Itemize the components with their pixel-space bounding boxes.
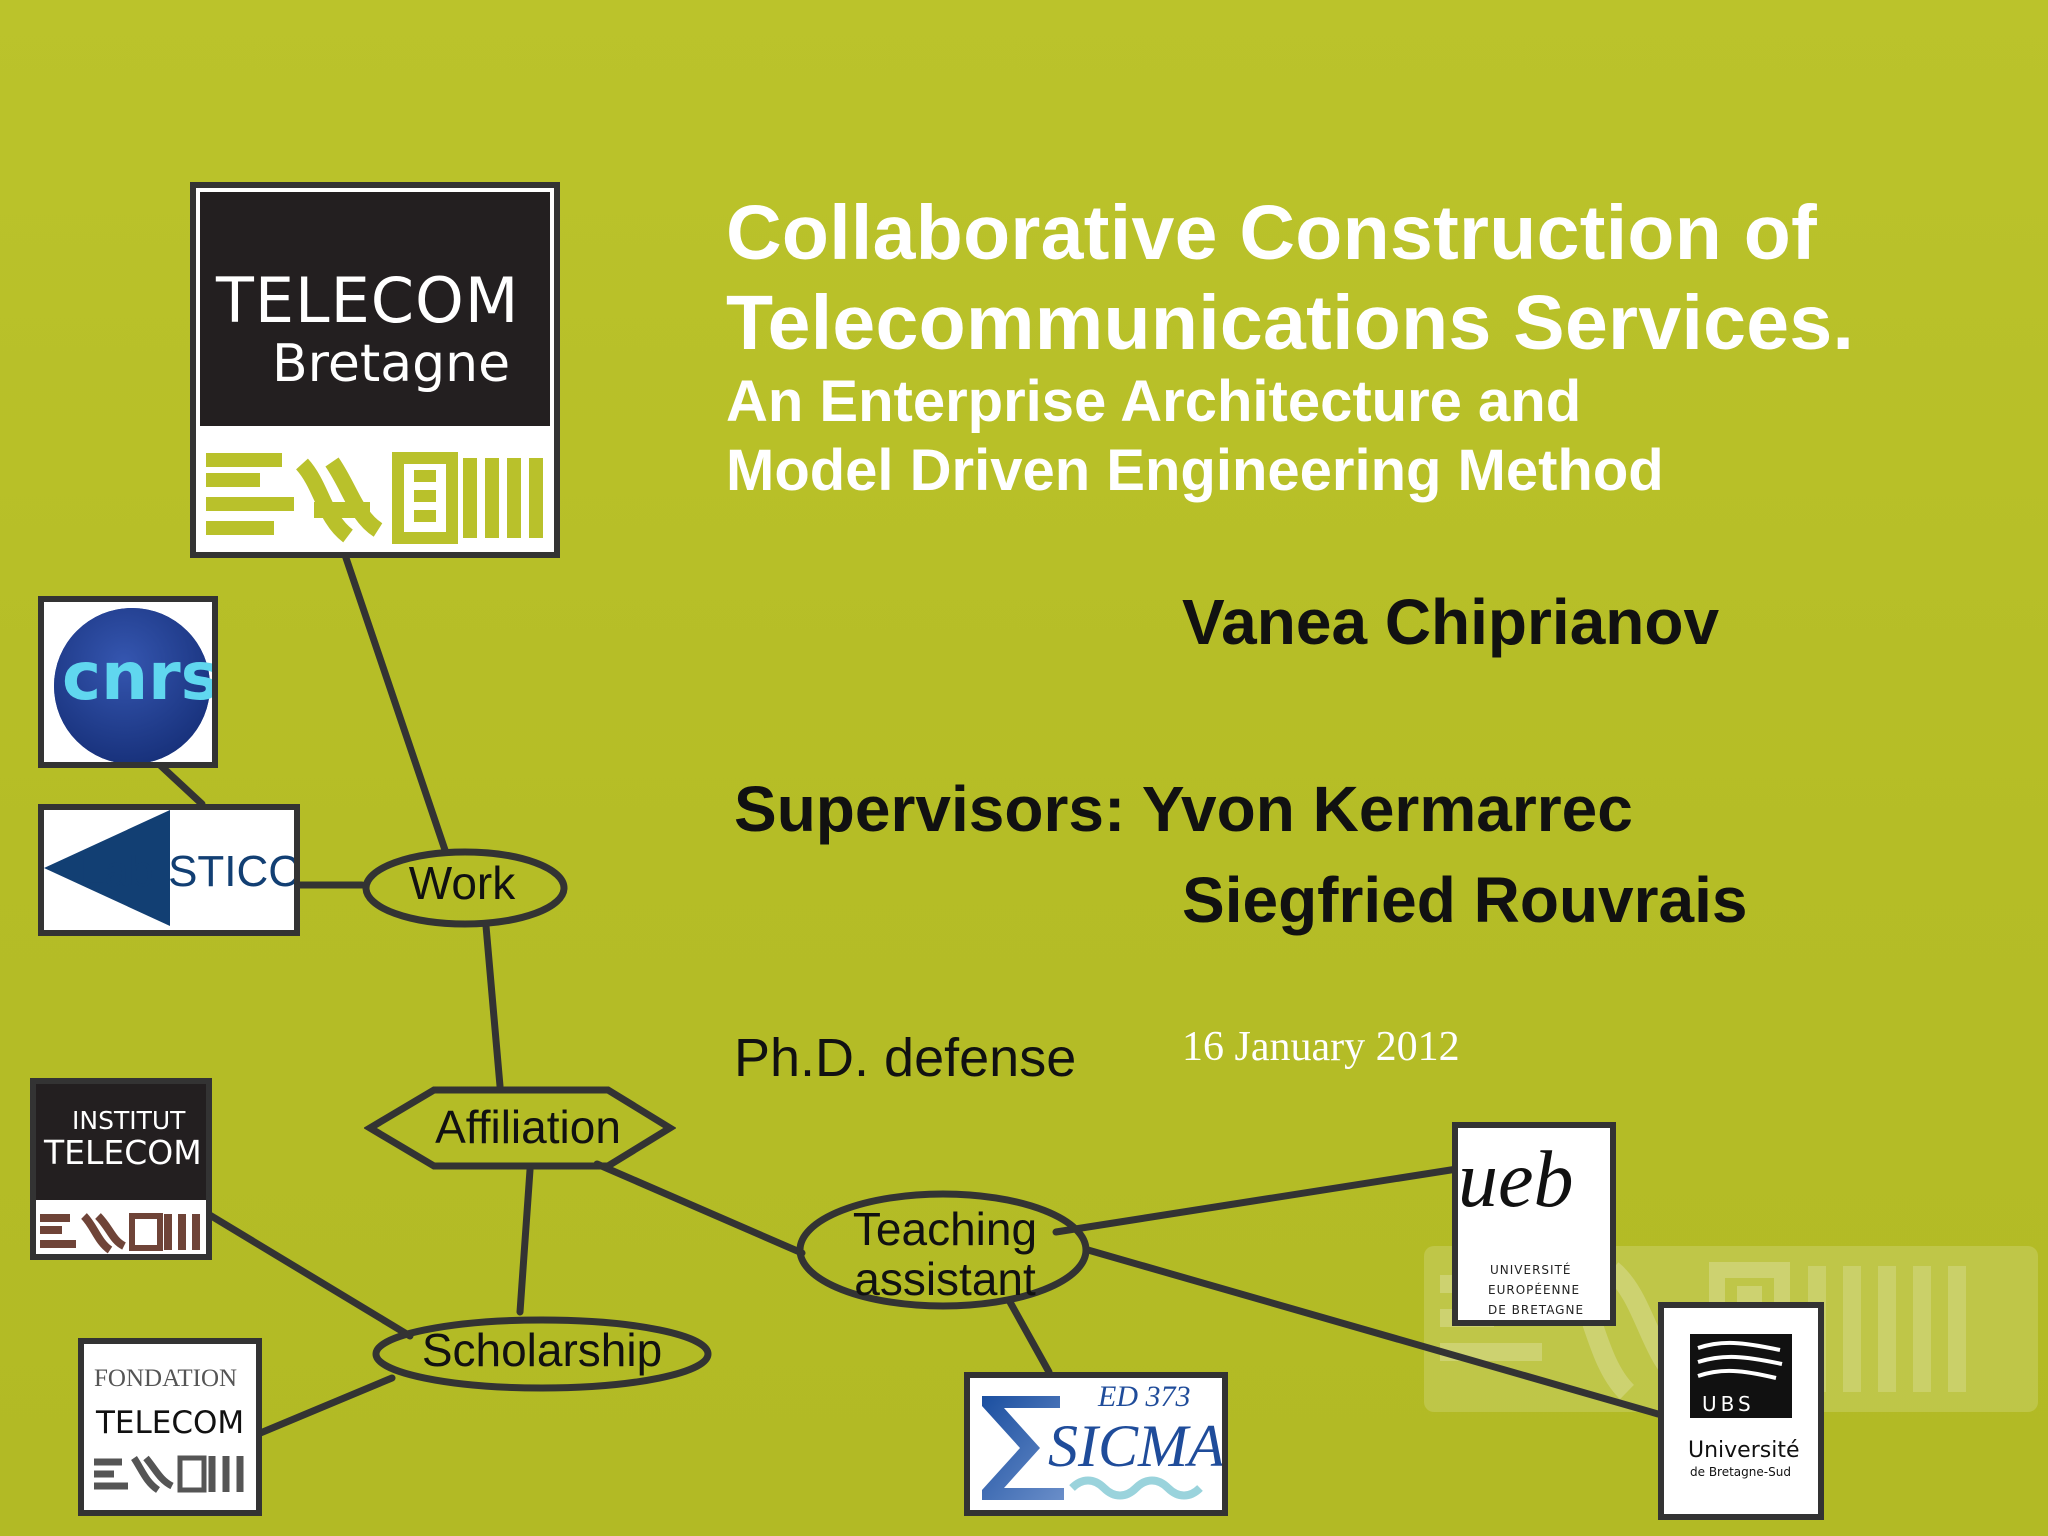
- cnrs-disc-icon: [54, 608, 210, 762]
- institut-telecom-logo-line-2: TELECOM: [44, 1133, 202, 1172]
- sicma-sigma-icon: [982, 1396, 1203, 1500]
- ubs-logo-wave-icon: [1697, 1340, 1783, 1380]
- ubs-logo-mark: UBS: [1702, 1392, 1755, 1416]
- institut-telecom-pattern-icon: [40, 1213, 200, 1254]
- slide-title-line-1: Collaborative Construction of: [726, 190, 1818, 276]
- slide-subtitle-line-1: An Enterprise Architecture and: [726, 369, 1582, 434]
- telecom-bretagne-logo-line-2: Bretagne: [272, 334, 511, 394]
- scholarship-node-shape: [372, 1316, 712, 1392]
- sicma-logo: ED 373 SICMA: [964, 1372, 1228, 1516]
- ueb-logo: ueb UNIVERSITÉ EUROPÉENNE DE BRETAGNE: [1452, 1122, 1616, 1326]
- telecom-bretagne-logo-top: [200, 192, 550, 426]
- slide-subtitle-line-2: Model Driven Engineering Method: [726, 438, 1664, 503]
- affiliation-node-label: Affiliation: [435, 1101, 621, 1153]
- fondation-telecom-logo-line-1: FONDATION: [94, 1365, 238, 1392]
- fondation-telecom-logo: FONDATION TELECOM: [78, 1338, 262, 1516]
- ueb-logo-line-2: EUROPÉENNE: [1488, 1283, 1581, 1297]
- institut-telecom-logo-top: [36, 1084, 206, 1200]
- sicma-logo-line-1: ED 373: [1098, 1380, 1191, 1413]
- ubs-logo-line-2: de Bretagne-Sud: [1690, 1465, 1791, 1479]
- institut-telecom-logo: INSTITUT TELECOM: [30, 1078, 212, 1260]
- author-name: Vanea Chiprianov: [1182, 586, 1720, 658]
- ubs-logo: UBS Université de Bretagne-Sud: [1658, 1302, 1824, 1520]
- supervisors-line: Supervisors: Yvon Kermarrec: [734, 777, 1633, 841]
- ueb-logo-line-3: DE BRETAGNE: [1488, 1303, 1585, 1317]
- affiliation-node-shape: [364, 1086, 676, 1170]
- event-label: Ph.D. defense: [734, 1028, 1077, 1088]
- teaching-assistant-node-shape: [796, 1190, 1090, 1310]
- institut-telecom-logo-line-1: INSTITUT: [72, 1106, 186, 1135]
- work-node-shape: [362, 848, 568, 928]
- fondation-telecom-pattern-icon: [94, 1455, 244, 1493]
- slide-title-line-2: Telecommunications Services.: [726, 280, 1855, 366]
- lab-sticc-logo-text: Lab-STICC: [80, 847, 300, 896]
- ueb-logo-mark: ueb: [1458, 1136, 1574, 1224]
- teaching-node-label-line-2: assistant: [854, 1253, 1036, 1305]
- cnrs-logo: cnrs: [38, 596, 218, 768]
- teaching-node-label-line-1: Teaching: [852, 1203, 1038, 1255]
- work-node-label: Work: [408, 857, 516, 909]
- event-date: 16 January 2012: [1182, 1024, 1460, 1070]
- ubs-logo-line-1: Université: [1688, 1438, 1800, 1463]
- scholarship-node-label: Scholarship: [421, 1324, 663, 1376]
- supervisors-label: Supervisors:: [734, 773, 1126, 845]
- sicma-logo-line-2: SICMA: [1048, 1413, 1225, 1479]
- supervisor-1: Yvon Kermarrec: [1141, 773, 1633, 845]
- supervisor-2: Siegfried Rouvrais: [1182, 864, 1748, 936]
- ueb-logo-line-1: UNIVERSITÉ: [1490, 1263, 1572, 1277]
- telecom-bretagne-pattern-icon: [200, 446, 550, 546]
- telecom-bretagne-logo: TELECOM Bretagne: [190, 182, 560, 558]
- lab-sticc-logo: Lab-STICC: [38, 804, 300, 936]
- telecom-bretagne-logo-line-1: TELECOM: [216, 264, 520, 337]
- fondation-telecom-logo-line-2: TELECOM: [96, 1405, 245, 1441]
- lab-sticc-arrow-icon: [44, 810, 170, 926]
- cnrs-logo-text: cnrs: [62, 638, 218, 715]
